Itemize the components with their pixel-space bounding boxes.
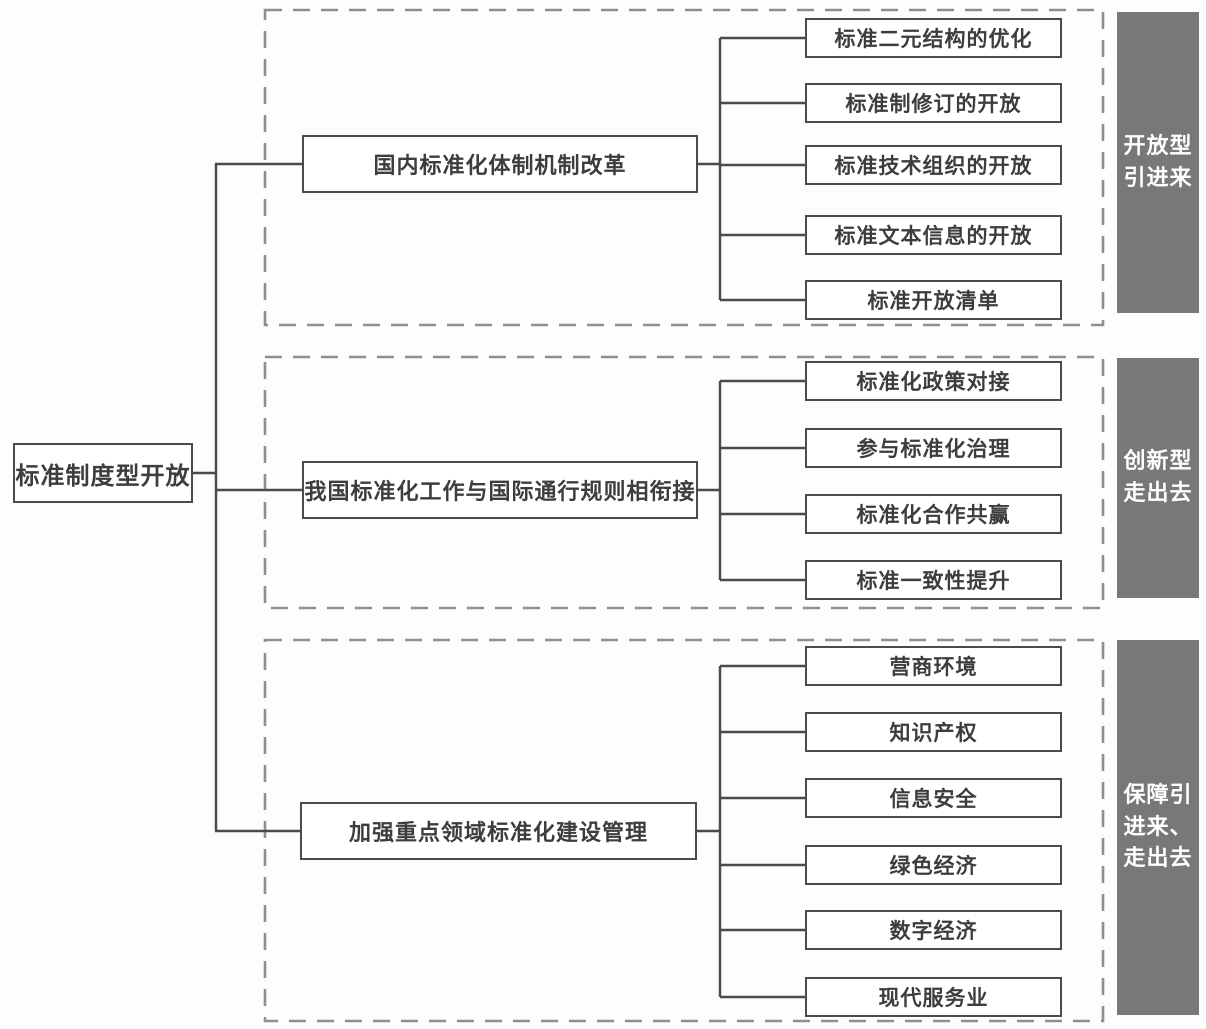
group-3-tag-bar: 保障引 进来、 走出去 [1117,640,1199,1015]
group-1-leaf-5: 标准开放清单 [805,280,1062,320]
group-3-tag-label: 保障引 进来、 走出去 [1123,782,1193,872]
root-node: 标准制度型开放 [13,443,193,503]
group-2-boundary [263,355,1105,610]
group-3-leaf-4: 绿色经济 [805,845,1062,885]
group-1-leaf-2: 标准制修订的开放 [805,83,1062,123]
group-1-tag-label: 开放型 引进来 [1123,133,1193,191]
group-3-leaf-1: 营商环境 [805,646,1062,686]
group-3-leaf-2: 知识产权 [805,712,1062,752]
group-2-tag-label: 创新型 走出去 [1123,449,1193,506]
group-2-tag-bar: 创新型 走出去 [1117,358,1199,598]
group-1-title-node: 国内标准化体制机制改革 [302,135,698,193]
group-3-leaf-3: 信息安全 [805,778,1062,818]
group-3-leaf-5: 数字经济 [805,910,1062,950]
group-2-leaf-3: 标准化合作共赢 [805,494,1062,534]
group-1-leaf-4: 标准文本信息的开放 [805,215,1062,255]
group-1-leaf-3: 标准技术组织的开放 [805,145,1062,185]
group-1-leaf-1: 标准二元结构的优化 [805,18,1062,58]
group-2-title-node: 我国标准化工作与国际通行规则相衔接 [302,461,698,519]
group-1-tag-bar: 开放型 引进来 [1117,12,1199,313]
group-2-leaf-1: 标准化政策对接 [805,361,1062,401]
group-2-leaf-4: 标准一致性提升 [805,560,1062,600]
group-3-leaf-6: 现代服务业 [805,977,1062,1017]
group-1-boundary [263,8,1105,327]
group-3-title-node: 加强重点领域标准化建设管理 [300,802,697,860]
group-2-leaf-2: 参与标准化治理 [805,428,1062,468]
